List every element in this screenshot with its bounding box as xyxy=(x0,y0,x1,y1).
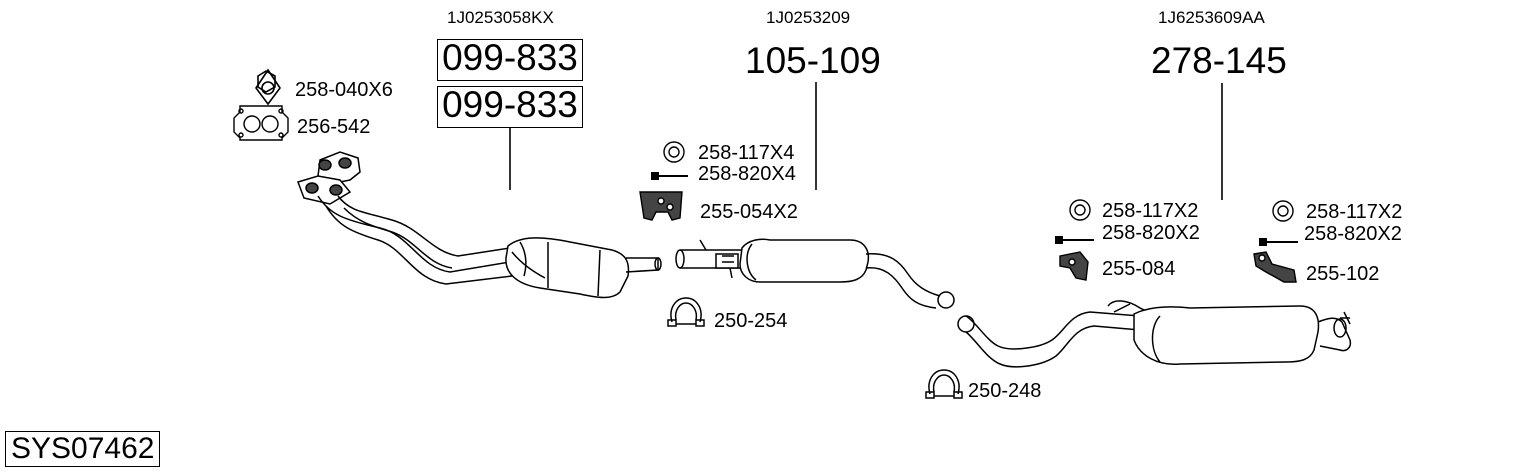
flange-gasket-icon xyxy=(233,105,289,141)
rubber-ring-icon xyxy=(1272,200,1294,222)
rubber-ring-icon xyxy=(1069,199,1091,221)
hex-nut-icon xyxy=(255,68,281,106)
front-pipe-catalyst xyxy=(297,151,662,299)
mid-bolt-label: 258-820X4 xyxy=(698,163,796,185)
middle-silencer xyxy=(675,238,955,309)
middle-oem-number: 1J0253209 xyxy=(766,8,851,27)
bolt-icon xyxy=(1259,238,1298,246)
rubber-ring-icon xyxy=(663,141,685,163)
pipe-clamp-icon xyxy=(667,297,705,327)
rubber-hanger-icon xyxy=(1059,251,1089,281)
rear-bolt-b-label: 258-820X2 xyxy=(1304,223,1402,245)
bolt-icon xyxy=(1055,236,1094,244)
system-code-box: SYS07462 xyxy=(5,431,161,467)
rear-hanger-b-label: 255-102 xyxy=(1306,263,1380,285)
mid-hanger-label: 255-054X2 xyxy=(700,201,798,223)
flange-gasket-label: 256-542 xyxy=(297,116,371,138)
mid-ring-label: 258-117X4 xyxy=(698,142,795,164)
rear-part-number: 278-145 xyxy=(1151,40,1287,81)
rear-ring-a-label: 258-117X2 xyxy=(1102,200,1199,222)
front-part-number-box: 099-833 xyxy=(437,39,583,81)
front-part-number-box: 099-833 xyxy=(437,86,583,128)
rear-silencer xyxy=(957,300,1352,368)
rubber-hanger-icon xyxy=(1253,251,1297,283)
pipe-clamp-icon xyxy=(925,369,963,399)
rear-ring-b-label: 258-117X2 xyxy=(1306,201,1403,223)
rear-bolt-a-label: 258-820X2 xyxy=(1102,222,1200,244)
front-oem-number: 1J0253058KX xyxy=(447,8,554,27)
bolt-icon xyxy=(651,172,688,180)
mid-clamp-label: 250-254 xyxy=(714,310,788,332)
nut-label: 258-040X6 xyxy=(295,79,393,101)
middle-part-number: 105-109 xyxy=(745,40,881,81)
rear-clamp-label: 250-248 xyxy=(968,380,1042,402)
rear-oem-number: 1J6253609AA xyxy=(1158,8,1265,27)
rear-hanger-a-label: 255-084 xyxy=(1102,258,1176,280)
rubber-hanger-icon xyxy=(639,191,683,221)
